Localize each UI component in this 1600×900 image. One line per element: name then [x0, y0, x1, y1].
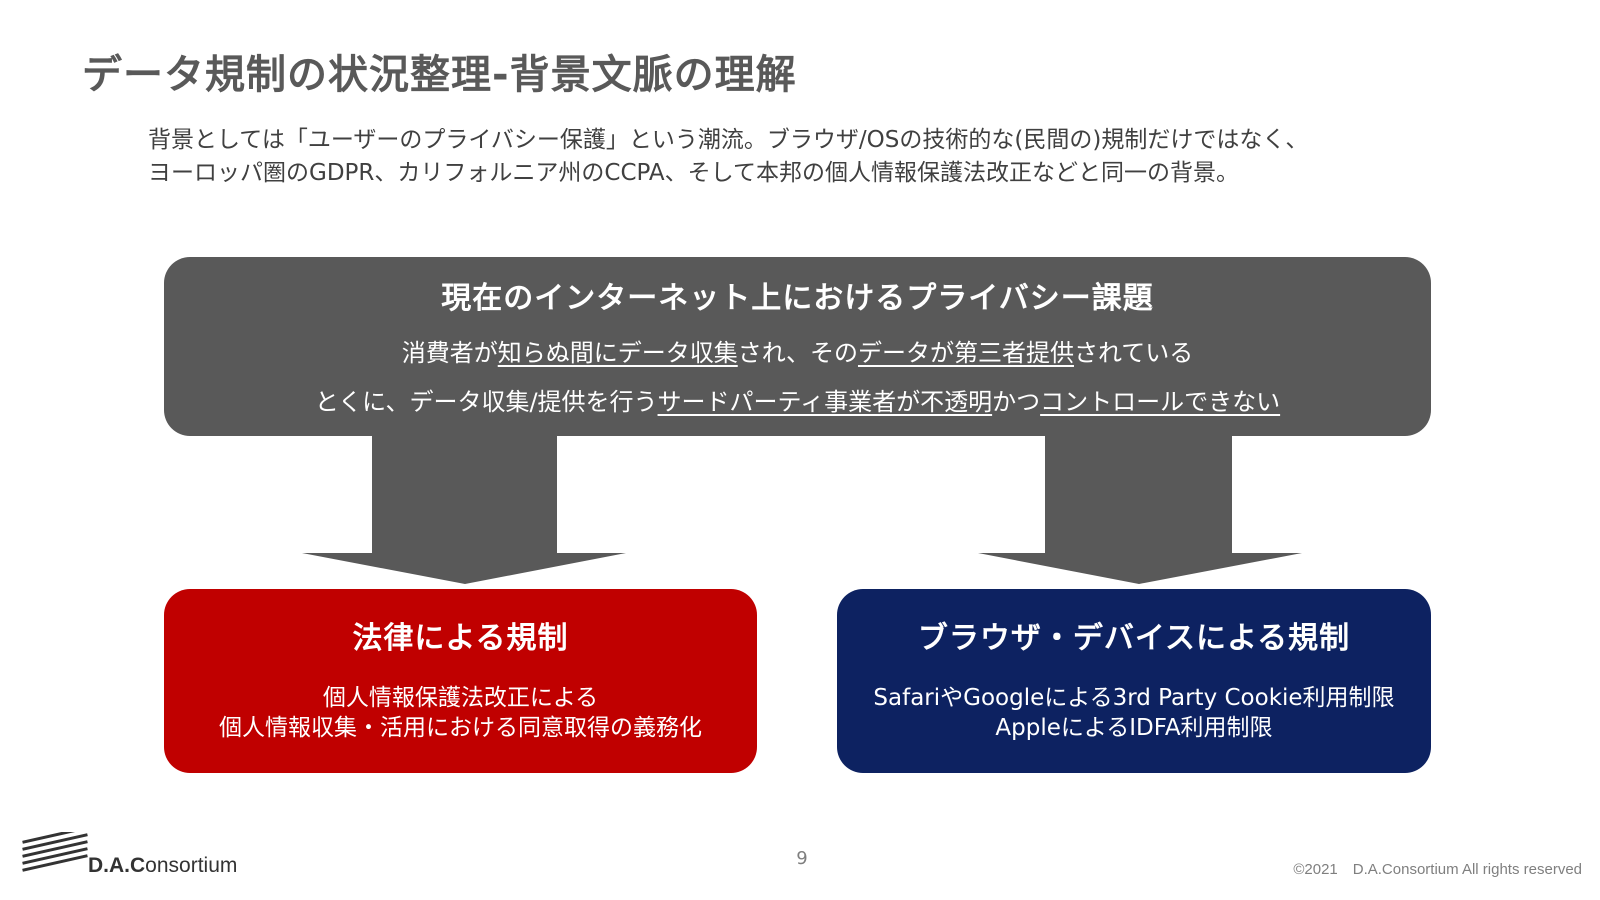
- copyright-notice: ©2021 D.A.Consortium All rights reserved: [1293, 861, 1582, 878]
- law-regulation-text: 個人情報保護法改正による 個人情報収集・活用における同意取得の義務化: [164, 683, 757, 743]
- page-number: 9: [796, 848, 808, 869]
- privacy-issue-line-2: とくに、データ収集/提供を行うサードパーティ事業者が不透明かつコントロールできな…: [164, 382, 1431, 417]
- dac-logo: D.A.Consortium: [22, 832, 242, 878]
- slide-title: データ規制の状況整理-背景文脈の理解: [82, 52, 797, 98]
- law-regulation-box: 法律による規制 個人情報保護法改正による 個人情報収集・活用における同意取得の義…: [164, 589, 757, 773]
- issue-line1-underlined-b: 知らぬ間にデータ収集: [497, 339, 738, 367]
- issue-line2-part-c: かつ: [992, 388, 1041, 416]
- browser-regulation-heading: ブラウザ・デバイスによる規制: [917, 621, 1351, 656]
- privacy-issue-box: 現在のインターネット上におけるプライバシー課題 消費者が知らぬ間にデータ収集され…: [164, 257, 1431, 436]
- intro-text: 背景としては「ユーザーのプライバシー保護」という潮流。ブラウザ/OSの技術的な(…: [148, 124, 1548, 190]
- law-regulation-line-1: 個人情報保護法改正による: [322, 685, 599, 711]
- issue-line2-part-a: とくに、データ収集/提供を行う: [314, 388, 658, 416]
- issue-line2-underlined-b: サードパーティ事業者が不透明: [657, 388, 993, 416]
- intro-line-2: ヨーロッパ圏のGDPR、カリフォルニア州のCCPA、そして本邦の個人情報保護法改…: [148, 160, 1239, 186]
- issue-line1-underlined-d: データが第三者提供: [857, 339, 1074, 367]
- privacy-issue-heading: 現在のインターネット上におけるプライバシー課題: [441, 281, 1154, 316]
- issue-line1-part-c: され、その: [737, 339, 858, 367]
- issue-line1-part-a: 消費者が: [401, 339, 498, 367]
- issue-line2-underlined-d: コントロールできない: [1040, 388, 1281, 416]
- dac-logo-mark-icon: [22, 832, 88, 872]
- law-regulation-heading: 法律による規制: [352, 621, 569, 656]
- browser-regulation-box: ブラウザ・デバイスによる規制 SafariやGoogleによる3rd Party…: [837, 589, 1431, 773]
- browser-regulation-text: SafariやGoogleによる3rd Party Cookie利用制限 App…: [837, 683, 1431, 743]
- browser-regulation-line-2: AppleによるIDFA利用制限: [995, 715, 1273, 741]
- logo-text-rest: onsortium: [145, 854, 238, 877]
- left-down-arrow: [302, 436, 626, 584]
- right-down-arrow: [978, 436, 1302, 584]
- browser-regulation-line-1: SafariやGoogleによる3rd Party Cookie利用制限: [873, 685, 1395, 711]
- issue-line1-part-e: されている: [1073, 339, 1194, 367]
- logo-text-bold: D.A.C: [88, 854, 146, 877]
- privacy-issue-line-1: 消費者が知らぬ間にデータ収集され、そのデータが第三者提供されている: [164, 333, 1431, 368]
- dac-logo-text: D.A.Consortium: [88, 854, 237, 878]
- intro-line-1: 背景としては「ユーザーのプライバシー保護」という潮流。ブラウザ/OSの技術的な(…: [148, 127, 1309, 153]
- law-regulation-line-2: 個人情報収集・活用における同意取得の義務化: [219, 715, 702, 741]
